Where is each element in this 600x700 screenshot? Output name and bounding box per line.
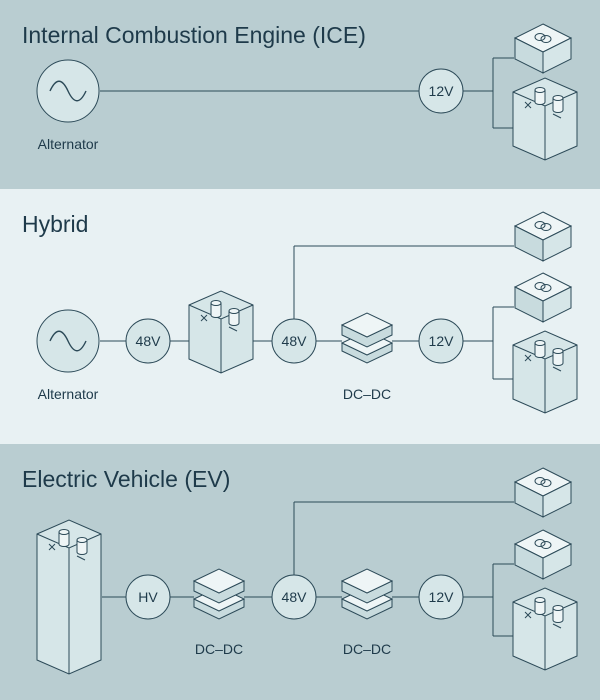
12v-battery-icon [512, 330, 578, 414]
ev-hv-text: HV [138, 589, 158, 605]
ice-12v-text: 12V [429, 83, 455, 99]
sine-wave-icon [36, 309, 100, 373]
hybrid-section: Hybrid 48V [0, 189, 600, 444]
ev-12v-text: 12V [429, 589, 455, 605]
voltage-node-12v: 12V [418, 68, 464, 114]
12v-battery-icon [512, 77, 578, 161]
48v-load-module-icon [513, 211, 573, 262]
ecu-module-icon [513, 529, 573, 580]
voltage-node-48v-a: 48V [125, 318, 171, 364]
voltage-node-12v: 12V [418, 574, 464, 620]
hybrid-diagram: 48V 48V 12V [36, 211, 578, 414]
ice-alternator-label: Alternator [37, 136, 99, 152]
voltage-node-12v: 12V [418, 318, 464, 364]
ev-dcdc2-label: DC–DC [342, 641, 392, 657]
ev-diagram: HV 48V 12V [36, 467, 578, 675]
hybrid-48v-a-text: 48V [136, 333, 162, 349]
ice-diagram: 12V [36, 23, 578, 161]
hybrid-12v-text: 12V [429, 333, 455, 349]
ecu-module-icon [513, 23, 573, 74]
hybrid-alternator-label: Alternator [37, 386, 99, 402]
dcdc-converter-icon [340, 312, 394, 364]
ice-section: Internal Combustion Engine (ICE) 12V [0, 0, 600, 189]
ev-48v-text: 48V [282, 589, 308, 605]
voltage-node-48v-b: 48V [271, 318, 317, 364]
hybrid-title: Hybrid [22, 211, 89, 237]
hybrid-dcdc-label: DC–DC [342, 386, 392, 402]
dcdc-converter-icon [340, 568, 394, 620]
ev-section: Electric Vehicle (EV) [0, 444, 600, 700]
voltage-node-hv: HV [125, 574, 171, 620]
12v-battery-icon [512, 587, 578, 671]
dcdc-converter-icon [192, 568, 246, 620]
48v-load-module-icon [513, 467, 573, 518]
hybrid-48v-b-text: 48V [282, 333, 308, 349]
voltage-node-48v: 48V [271, 574, 317, 620]
hv-battery-icon [36, 519, 102, 675]
ev-title: Electric Vehicle (EV) [22, 466, 231, 492]
48v-battery-icon [188, 290, 254, 374]
ecu-module-icon [513, 272, 573, 323]
sine-wave-icon [36, 59, 100, 123]
ev-dcdc1-label: DC–DC [194, 641, 244, 657]
ice-title: Internal Combustion Engine (ICE) [22, 22, 366, 48]
